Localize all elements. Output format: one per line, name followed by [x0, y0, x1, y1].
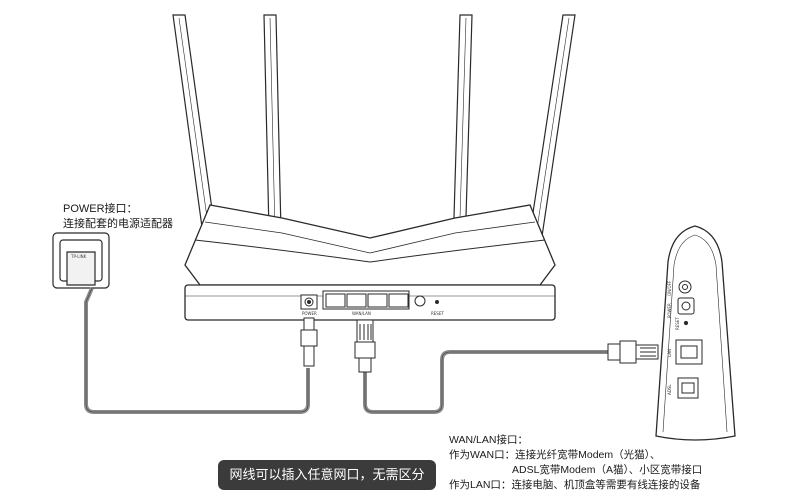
power-callout: POWER接口： 连接配套的电源适配器: [63, 202, 173, 232]
modem-lan-label: LAN: [667, 349, 672, 357]
router-reset-label: RESET: [431, 311, 444, 316]
modem-adsl-label: ADSL: [667, 384, 672, 395]
lan-line: 连接电脑、机顶盒等需要有线连接的设备: [511, 479, 701, 491]
wan-prefix: 作为WAN口：: [449, 449, 516, 461]
rj45-plug-modem: [607, 340, 659, 364]
wan-callout-title: WAN/LAN接口：: [449, 434, 528, 446]
modem-ports: [675, 280, 703, 399]
modem-power-label: POWER: [667, 303, 672, 318]
ethernet-cable-outline: [364, 351, 608, 413]
wan-line1: 连接光纤宽带Modem（光猫）、: [515, 449, 661, 461]
modem-onoff-label: ON/OFF: [667, 280, 672, 296]
router-reset-button: [414, 295, 439, 307]
wan-callout-lan-row: 作为LAN口：连接电脑、机顶盒等需要有线连接的设备: [449, 478, 702, 493]
wan-callout-wan-row: 作为WAN口：连接光纤宽带Modem（光猫）、: [449, 448, 702, 463]
router-wanlan-label: WAN/LAN: [352, 311, 371, 316]
rj45-plug-router: [354, 319, 376, 373]
power-callout-title: POWER接口：: [63, 203, 138, 215]
lan-prefix: 作为LAN口：: [449, 479, 512, 491]
power-adapter: [52, 232, 110, 289]
wan-callout: WAN/LAN接口： 作为WAN口：连接光纤宽带Modem（光猫）、 ADSL宽…: [449, 433, 702, 493]
dc-plug: [300, 317, 318, 367]
power-cable-outline: [85, 287, 309, 413]
wan-line2: ADSL宽带Modem（A猫）、小区宽带接口: [512, 464, 703, 476]
modem-body: [655, 225, 736, 441]
power-callout-desc: 连接配套的电源适配器: [63, 218, 173, 230]
router-power-port: [300, 294, 318, 310]
router-ethernet-ports: [322, 290, 410, 310]
ethernet-cable: [363, 350, 608, 414]
adapter-brand: TP-LINK: [70, 254, 87, 259]
modem-reset-label: RESET: [675, 317, 680, 330]
caption-bar: 网线可以插入任意网口，无需区分: [218, 460, 436, 490]
router-power-label: POWER: [302, 311, 317, 316]
